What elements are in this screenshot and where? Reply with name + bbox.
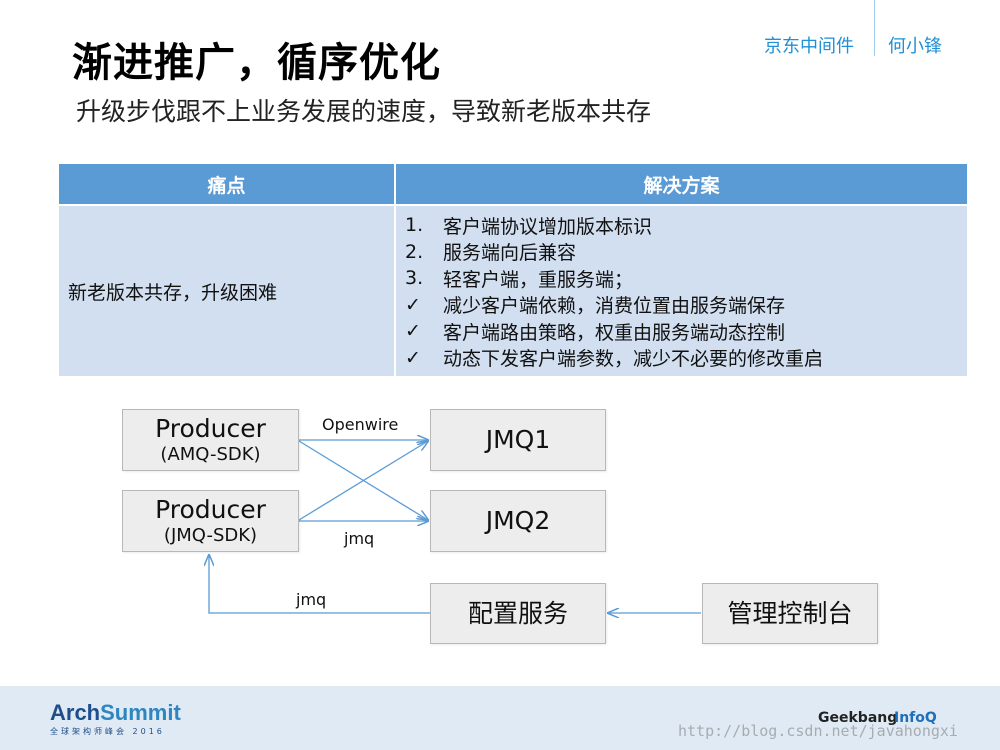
producer-jmq-title: Producer [155, 495, 266, 524]
header-pain-point: 痛点 [59, 164, 396, 204]
slide-subtitle: 升级步伐跟不上业务发展的速度，导致新老版本共存 [76, 97, 652, 126]
admin-console-box: 管理控制台 [702, 583, 878, 644]
solution-text: 动态下发客户端参数，减少不必要的修改重启 [443, 348, 824, 371]
producer-amq-box: Producer (AMQ-SDK) [122, 409, 299, 471]
list-marker: 3. [405, 267, 424, 290]
logo-subtitle: 全球架构师峰会 2016 [50, 727, 165, 736]
solution-text: 服务端向后兼容 [443, 242, 577, 265]
solution-text: 客户端路由策略，权重由服务端动态控制 [443, 321, 786, 344]
solution-cell: 1. 客户端协议增加版本标识 2. 服务端向后兼容 3. 轻客户端，重服务端； … [396, 206, 967, 376]
producer-jmq-box: Producer (JMQ-SDK) [122, 490, 299, 552]
solution-text: 减少客户端依赖，消费位置由服务端保存 [443, 295, 786, 318]
logo-arch: Arch [50, 700, 101, 725]
pain-solution-table: 痛点 解决方案 新老版本共存，升级困难 1. 客户端协议增加版本标识 2. 服务… [59, 164, 967, 376]
solution-item: ✓ 客户端路由策略，权重由服务端动态控制 [405, 318, 967, 345]
solution-item: 3. 轻客户端，重服务端； [405, 265, 967, 292]
edge-config-to-producer [209, 555, 430, 614]
brand-org: 京东中间件 [764, 36, 854, 57]
jmq1-box: JMQ1 [430, 409, 606, 471]
edge-jmqsdk-to-jmq1 [298, 441, 428, 521]
brand-separator [874, 0, 875, 56]
table-header: 痛点 解决方案 [59, 164, 967, 204]
check-icon: ✓ [405, 293, 421, 316]
brand-person: 何小锋 [888, 36, 942, 57]
config-service-label: 配置服务 [467, 598, 568, 628]
edge-label-jmq-config: jmq [296, 590, 327, 609]
jmq1-label: JMQ1 [485, 425, 551, 454]
solution-item: 1. 客户端协议增加版本标识 [405, 212, 967, 239]
jmq2-box: JMQ2 [430, 490, 606, 552]
config-service-box: 配置服务 [430, 583, 606, 644]
check-icon: ✓ [405, 320, 421, 343]
admin-console-label: 管理控制台 [727, 598, 853, 628]
solution-text: 轻客户端，重服务端； [443, 268, 634, 291]
table-row: 新老版本共存，升级困难 1. 客户端协议增加版本标识 2. 服务端向后兼容 3.… [59, 204, 967, 376]
logo-summit: Summit [100, 700, 181, 725]
footer-band [0, 686, 1000, 750]
edge-label-openwire: Openwire [322, 415, 399, 434]
slide-title: 渐进推广，循序优化 [72, 40, 441, 86]
pain-point-cell: 新老版本共存，升级困难 [59, 206, 396, 376]
list-marker: 2. [405, 240, 424, 263]
jmq2-label: JMQ2 [485, 506, 551, 535]
solution-text: 客户端协议增加版本标识 [443, 215, 653, 238]
list-marker: 1. [405, 214, 424, 237]
producer-amq-title: Producer [155, 414, 266, 443]
geekbang-logo: Geekbang [818, 710, 898, 726]
solution-item: 2. 服务端向后兼容 [405, 239, 967, 266]
header-solution: 解决方案 [643, 174, 720, 197]
infoq-logo: InfoQ [894, 710, 937, 726]
producer-jmq-sdk: (JMQ-SDK) [163, 525, 258, 546]
edge-label-jmq: jmq [344, 529, 375, 548]
solution-item: ✓ 减少客户端依赖，消费位置由服务端保存 [405, 292, 967, 319]
producer-amq-sdk: (AMQ-SDK) [160, 444, 261, 465]
solution-item: ✓ 动态下发客户端参数，减少不必要的修改重启 [405, 345, 967, 372]
check-icon: ✓ [405, 346, 421, 369]
watermark: http://blog.csdn.net/javahongxi [678, 722, 958, 740]
archsummit-logo: ArchSummit 全球架构师峰会 2016 [50, 700, 181, 737]
